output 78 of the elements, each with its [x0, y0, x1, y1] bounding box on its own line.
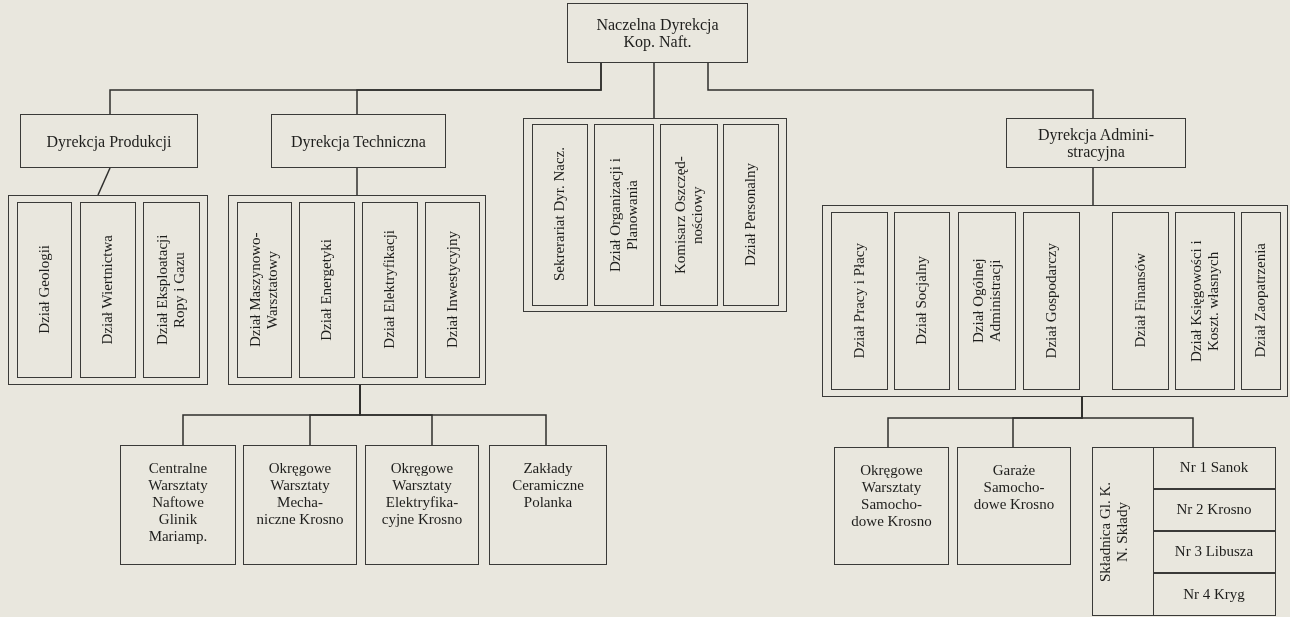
unit-name: Dział Ogólnej Administracji [968, 257, 1004, 345]
unit-box [834, 447, 949, 565]
unit-box [365, 445, 479, 565]
department-box [236, 201, 292, 378]
unit-name: Naczelna Dyrekcja Kop. Naft. [595, 16, 720, 50]
unit-box [120, 445, 236, 565]
directorate-box [20, 114, 198, 168]
unit-name: Dział Eksploatacji Ropy i Gazu [153, 233, 188, 347]
unit-name: Dział Maszynowo- Warsztatowy [246, 231, 281, 349]
department-box [142, 201, 200, 378]
department-box [1240, 211, 1281, 390]
unit-name: Nr 1 Sanok [1178, 459, 1250, 476]
unit-name: Dział Pracy i Płacy [849, 242, 868, 359]
unit-name: Okręgowe Warsztaty Samocho- dowe Krosno [850, 462, 933, 530]
unit-name: Dział Socjalny [912, 256, 930, 345]
depot-box [1092, 447, 1276, 616]
unit-name: Dział Wiertnictwa [98, 234, 116, 345]
connector-line [356, 167, 358, 196]
department-box [1174, 211, 1235, 390]
connector-line [707, 62, 1094, 119]
department-group-frame [523, 118, 787, 312]
unit-name: Dział Gospodarczy [1041, 242, 1060, 359]
department-group-frame [228, 195, 486, 385]
directorate-box [271, 114, 446, 168]
unit-name: Dział Organizacji i Planowania [605, 156, 641, 274]
department-box [593, 123, 654, 306]
department-box [893, 211, 950, 390]
connector-line [653, 62, 655, 119]
department-box [424, 201, 480, 378]
unit-name: Komisarz Oszczęd- nościowy [670, 154, 706, 276]
unit-name: Dział Geologii [34, 245, 53, 334]
department-group-frame [8, 195, 208, 385]
unit-name: Garaże Samocho- dowe Krosno [972, 462, 1056, 513]
directorate-box [1006, 118, 1186, 168]
connector-line [1081, 396, 1194, 448]
unit-name: Dział Księgowości i Koszt. własnych [1186, 238, 1222, 364]
unit-name: Centralne Warsztaty Naftowe Glinik Mariamp. [147, 460, 209, 545]
unit-name: Dział Energetyki [317, 238, 335, 341]
unit-box [243, 445, 357, 565]
unit-name: Dyrekcja Techniczna [290, 132, 427, 150]
unit-name: Nr 3 Libusza [1173, 543, 1255, 560]
department-box [830, 211, 888, 390]
department-group-frame [822, 205, 1288, 397]
department-box [16, 201, 72, 378]
department-box [1022, 211, 1080, 390]
unit-name: Składnica Gl. K. N. Składy [1096, 481, 1131, 582]
unit-name: Dyrekcja Produkcji [45, 132, 173, 150]
connector-line [359, 384, 547, 446]
department-box [298, 201, 355, 378]
unit-name: Dyrekcja Admini- stracyjna [1037, 126, 1155, 160]
department-box [1111, 211, 1169, 390]
department-box [957, 211, 1016, 390]
department-box [531, 123, 588, 306]
directorate-box [567, 3, 748, 63]
connector-line [97, 167, 111, 196]
connector-line [356, 62, 602, 115]
unit-name: Dział Inwestycyjny [442, 230, 461, 349]
unit-box [489, 445, 607, 565]
unit-name: Zakłady Ceramiczne Polanka [511, 460, 585, 511]
unit-name: Dział Finansów [1130, 253, 1149, 348]
unit-name: Dział Personalny [741, 163, 759, 266]
unit-box [957, 447, 1071, 565]
department-box [79, 201, 136, 378]
depot-box [1152, 530, 1276, 573]
department-box [659, 123, 718, 306]
unit-name: Sekrerariat Dyr. Nacz. [550, 147, 568, 282]
unit-name: Dział Elektryfikacji [380, 230, 398, 349]
unit-name: Dział Zaopatrzenia [1251, 243, 1269, 358]
department-box [361, 201, 418, 378]
depot-box [1152, 488, 1276, 531]
depot-box [1152, 572, 1276, 616]
unit-name: Okręgowe Warsztaty Mecha- niczne Krosno [255, 460, 345, 528]
unit-name: Nr 2 Krosno [1175, 501, 1253, 518]
depot-box [1152, 446, 1276, 489]
department-box [722, 123, 779, 306]
unit-name: Okręgowe Warsztaty Elektryfika- cyjne Krosno [380, 460, 464, 528]
unit-name: Nr 4 Kryg [1182, 585, 1246, 603]
connector-line [1092, 167, 1094, 206]
